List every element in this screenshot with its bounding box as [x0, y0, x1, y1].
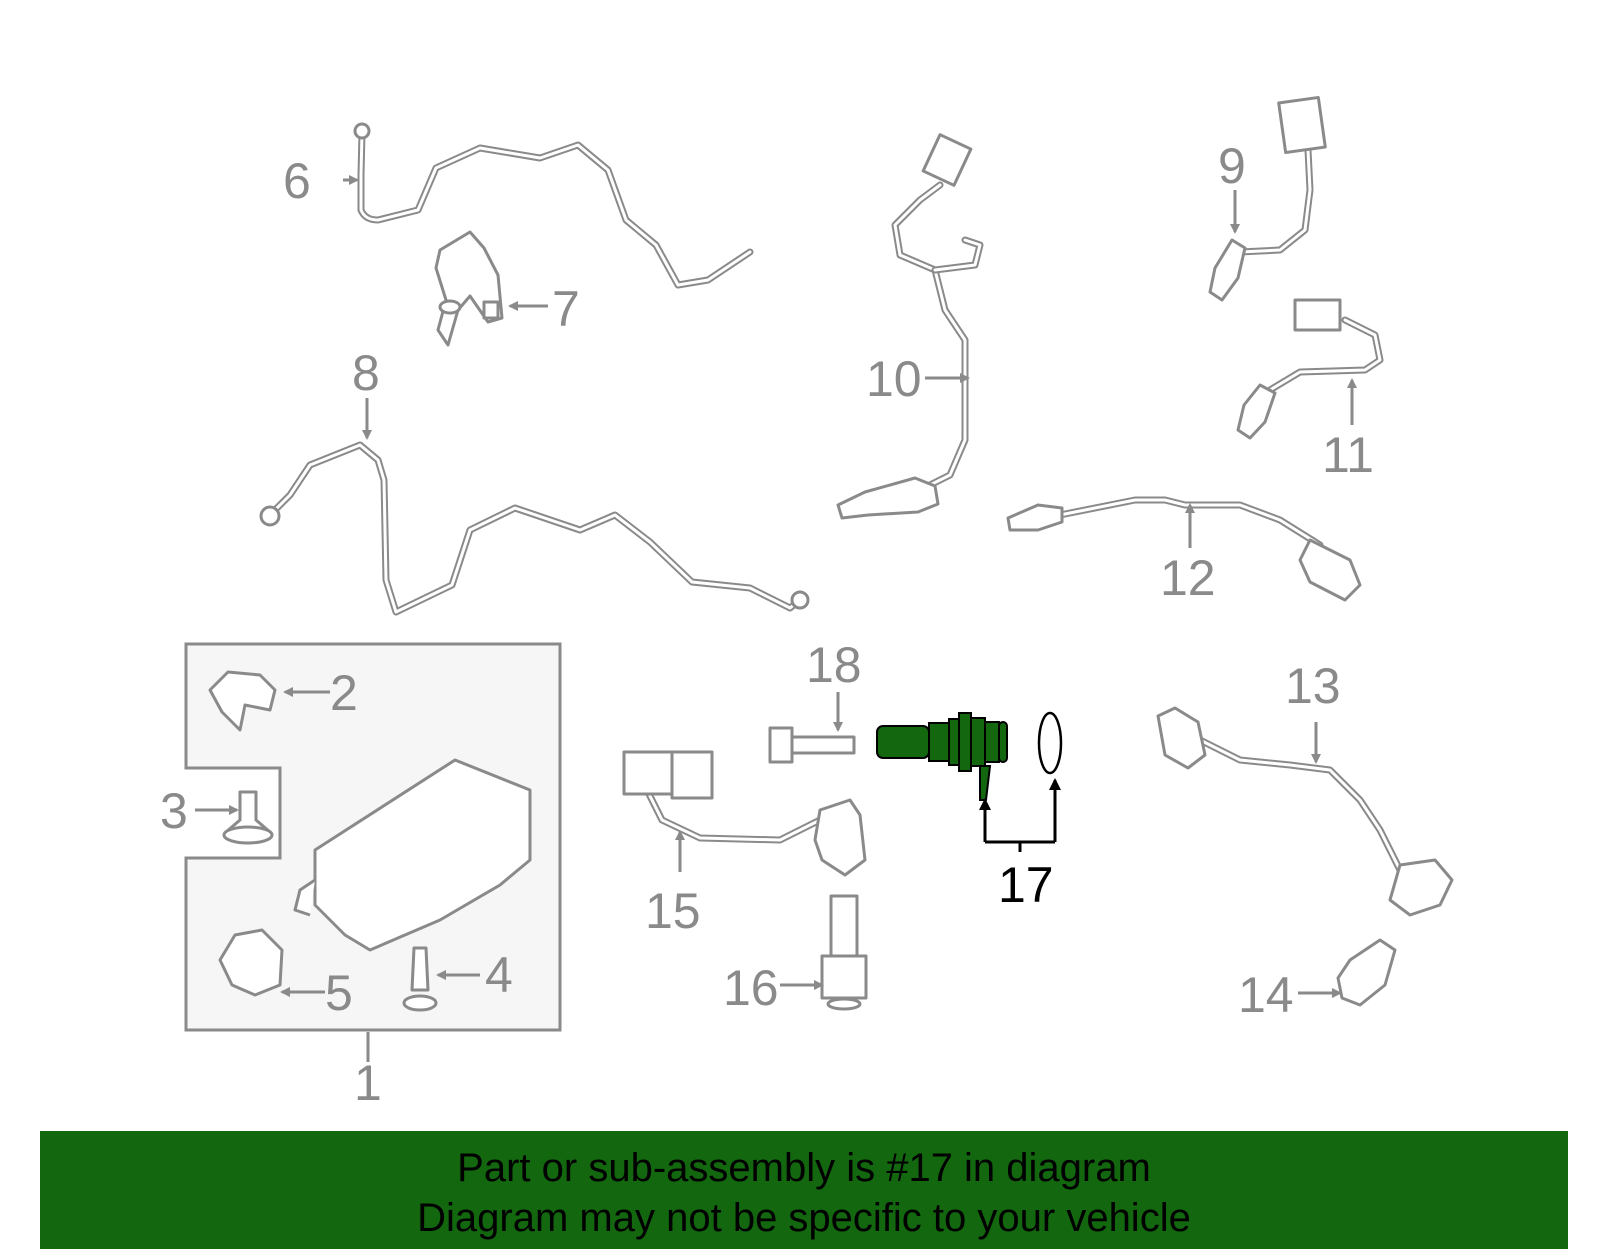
part-14-sensor — [1336, 938, 1397, 1007]
part-9-sensor — [1208, 95, 1327, 302]
callout-3: 3 — [160, 783, 188, 839]
leader-lines — [195, 175, 1357, 1062]
info-banner: Part or sub-assembly is #17 in diagram D… — [40, 1131, 1568, 1249]
callout-13: 13 — [1285, 658, 1341, 714]
callout-6: 6 — [283, 153, 311, 209]
part-10-sensor — [836, 133, 984, 520]
callout-14: 14 — [1238, 967, 1294, 1023]
callout-labels: 1 2 3 4 5 6 7 8 9 10 11 12 13 14 15 16 1… — [160, 138, 1374, 1111]
callout-1: 1 — [354, 1055, 382, 1111]
part-13-harness — [1156, 706, 1454, 917]
part-11-sensor — [1236, 298, 1384, 440]
callout-16: 16 — [723, 960, 779, 1016]
callout-9: 9 — [1218, 138, 1246, 194]
banner-line-1: Part or sub-assembly is #17 in diagram — [457, 1146, 1151, 1190]
callout-5: 5 — [325, 965, 353, 1021]
part-17-o-ring — [1037, 711, 1063, 775]
callout-15: 15 — [645, 883, 701, 939]
callout-17: 17 — [998, 857, 1054, 913]
part-15-harness — [622, 750, 867, 877]
part-8-tube — [259, 441, 810, 616]
callout-18: 18 — [806, 637, 862, 693]
banner-line-2: Diagram may not be specific to your vehi… — [417, 1196, 1191, 1240]
part-16-sensor — [820, 894, 868, 1011]
part-7-bracket — [434, 230, 504, 347]
callout-10: 10 — [866, 351, 922, 407]
part-18-bolt — [768, 726, 856, 764]
callout-2: 2 — [330, 665, 358, 721]
callout-4: 4 — [485, 947, 513, 1003]
part-17-sensor — [876, 711, 1063, 801]
part-6-tube — [353, 122, 754, 289]
callout-12: 12 — [1160, 550, 1216, 606]
part-1-box — [184, 642, 562, 1032]
callout-11: 11 — [1322, 427, 1374, 483]
callout-7: 7 — [552, 281, 580, 337]
callout-8: 8 — [352, 345, 380, 401]
